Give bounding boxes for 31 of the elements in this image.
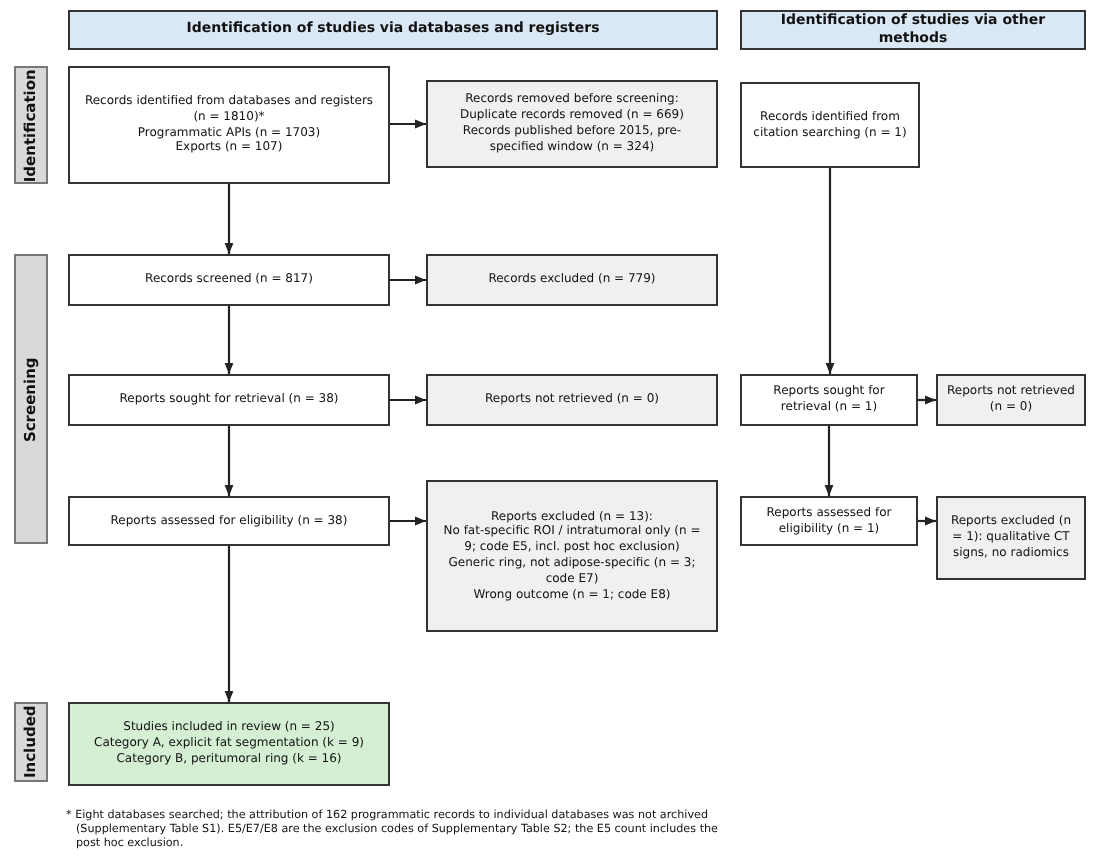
process-box xyxy=(68,496,390,546)
arrow xyxy=(390,516,426,526)
process-box xyxy=(68,254,390,306)
header-box xyxy=(740,10,1086,50)
exclusion-box xyxy=(426,80,718,168)
arrow xyxy=(918,516,936,526)
process-box xyxy=(740,374,918,426)
arrow xyxy=(390,275,426,285)
arrow xyxy=(390,119,426,129)
exclusion-box xyxy=(936,496,1086,580)
phase-bar xyxy=(14,254,48,544)
exclusion-box xyxy=(426,374,718,426)
process-box xyxy=(740,82,920,168)
exclusion-box xyxy=(936,374,1086,426)
exclusion-box xyxy=(426,480,718,632)
arrow xyxy=(224,426,234,496)
arrow xyxy=(390,395,426,405)
exclusion-box xyxy=(426,254,718,306)
process-box xyxy=(68,66,390,184)
phase-bar xyxy=(14,702,48,782)
arrow xyxy=(224,546,234,702)
included-box xyxy=(68,702,390,786)
phase-bar xyxy=(14,66,48,184)
process-box xyxy=(740,496,918,546)
arrow xyxy=(224,184,234,254)
arrow xyxy=(824,426,834,496)
header-box xyxy=(68,10,718,50)
arrow xyxy=(825,168,835,374)
process-box xyxy=(68,374,390,426)
arrow xyxy=(918,395,936,405)
arrow xyxy=(224,306,234,374)
